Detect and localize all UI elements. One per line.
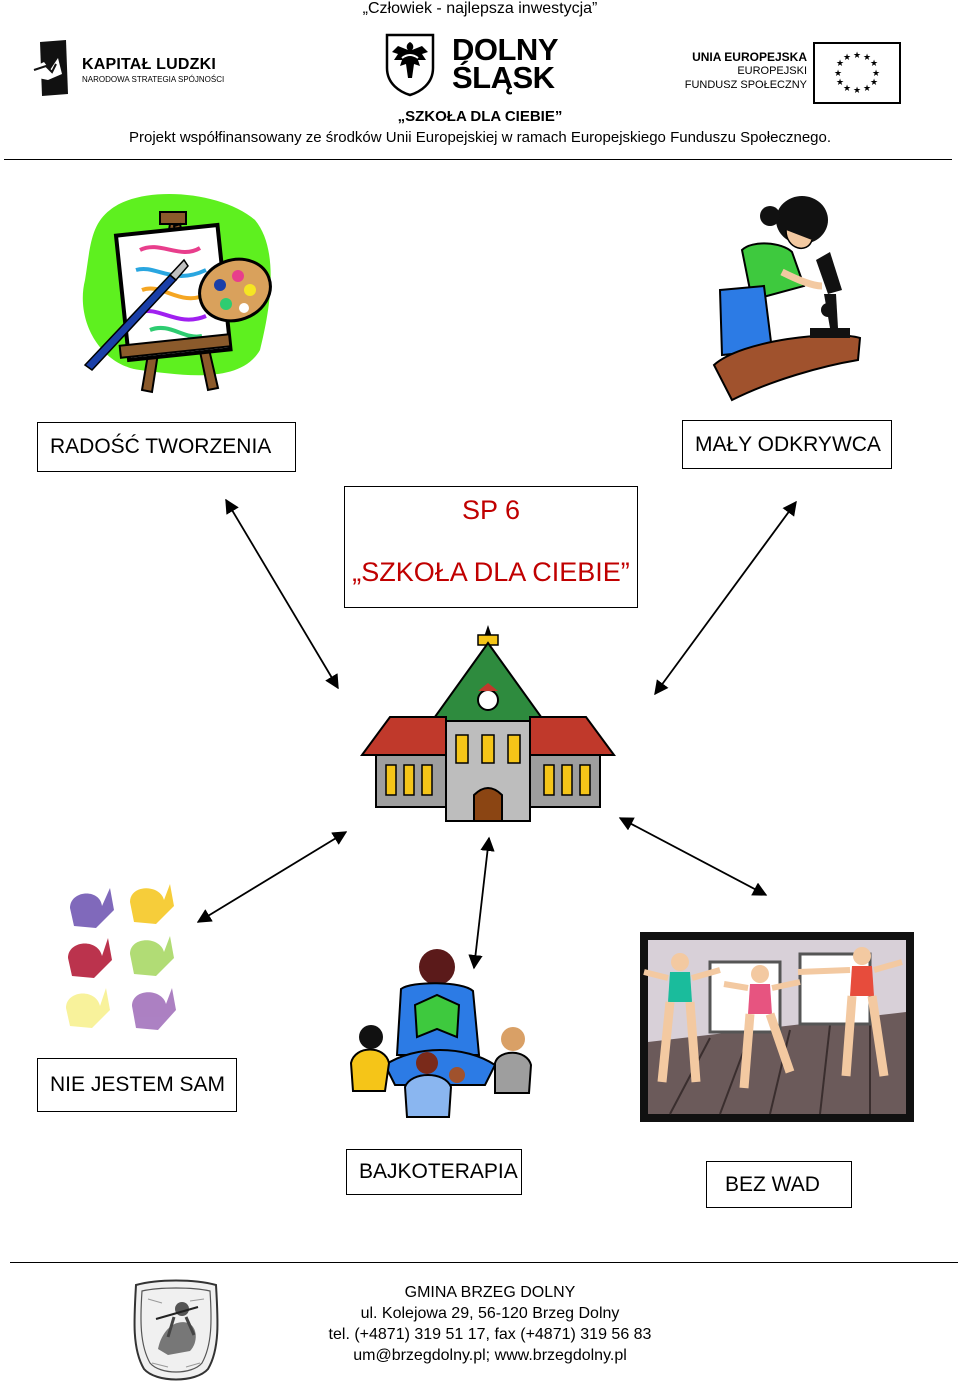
label-nie-jestem-sam: NIE JESTEM SAM xyxy=(37,1058,237,1112)
arrow-nie-jestem xyxy=(196,831,348,923)
svg-text:★: ★ xyxy=(853,51,861,61)
school-building-icon xyxy=(360,625,616,822)
arrow-bez-wad xyxy=(618,817,768,896)
footer-address: ul. Kolejowa 29, 56-120 Brzeg Dolny xyxy=(360,1305,620,1322)
footer-phone: tel. (+4871) 319 51 17, fax (+4871) 319 … xyxy=(328,1326,652,1343)
header-divider xyxy=(4,159,952,160)
kapital-title: KAPITAŁ LUDZKI xyxy=(82,56,217,73)
ue-line1: UNIA EUROPEJSKA xyxy=(692,50,807,64)
kapital-ludzki-logo: KAPITAŁ LUDZKI NARODOWA STRATEGIA SPÓJNO… xyxy=(30,38,224,96)
footer-contact[interactable]: um@brzegdolny.pl; www.brzegdolny.pl xyxy=(353,1347,627,1364)
svg-text:★: ★ xyxy=(834,69,842,79)
svg-text:★: ★ xyxy=(836,59,844,69)
footer-divider xyxy=(10,1262,958,1263)
eagle-shield-icon xyxy=(385,33,435,97)
kapital-subtitle: NARODOWA STRATEGIA SPÓJNOŚCI xyxy=(82,75,225,84)
arrow-odkrywca xyxy=(654,500,797,696)
label-bajkoterapia: BAJKOTERAPIA xyxy=(346,1149,522,1195)
center-line2: „SZKOŁA DLA CIEBIE” xyxy=(352,557,630,587)
label-radosc-tworzenia: RADOŚĆ TWORZENIA xyxy=(37,422,296,472)
dancers-icon xyxy=(640,932,914,1122)
teacher-reading-icon xyxy=(349,949,533,1118)
svg-text:★: ★ xyxy=(836,78,844,88)
project-subtitle: Projekt współfinansowany ze środków Unii… xyxy=(128,129,832,146)
svg-text:★: ★ xyxy=(853,86,861,96)
ue-line3: FUNDUSZ SPOŁECZNY xyxy=(684,79,807,91)
ue-line2: EUROPEJSKI xyxy=(737,65,807,77)
label-bez-wad: BEZ WAD xyxy=(706,1161,852,1208)
svg-text:★: ★ xyxy=(870,78,878,88)
kapital-ludzki-icon xyxy=(32,40,68,96)
svg-text:★: ★ xyxy=(843,84,851,94)
eu-flag-icon: ★★★ ★★★ ★★★ ★★★ xyxy=(813,42,901,104)
coat-of-arms-icon xyxy=(133,1279,219,1381)
girl-microscope-icon xyxy=(712,196,862,402)
svg-text:★: ★ xyxy=(863,53,871,63)
label-maly-odkrywca: MAŁY ODKRYWCA xyxy=(682,420,892,469)
footer-gmina: GMINA BRZEG DOLNY xyxy=(404,1284,576,1301)
svg-text:★: ★ xyxy=(843,53,851,63)
arrow-bajko xyxy=(468,836,495,970)
arrow-radosc xyxy=(225,498,339,690)
handprints-icon xyxy=(66,884,176,1030)
svg-text:★: ★ xyxy=(872,69,880,79)
dolny-slask-logo: DOLNY ŚLĄSK xyxy=(384,32,584,100)
ue-efs-logo: UNIA EUROPEJSKA EUROPEJSKI FUNDUSZ SPOŁE… xyxy=(680,40,905,104)
easel-palette-icon xyxy=(82,193,272,394)
project-title: „SZKOŁA DLA CIEBIE” xyxy=(397,108,563,125)
dolny-text: DOLNY xyxy=(452,32,559,67)
center-line1: SP 6 xyxy=(461,495,521,525)
svg-text:★: ★ xyxy=(863,84,871,94)
center-title-box: SP 6 „SZKOŁA DLA CIEBIE” xyxy=(344,486,638,608)
svg-text:★: ★ xyxy=(870,59,878,69)
slask-text: ŚLĄSK xyxy=(452,60,555,95)
motto: „Człowiek - najlepsza inwestycja” xyxy=(362,0,598,17)
